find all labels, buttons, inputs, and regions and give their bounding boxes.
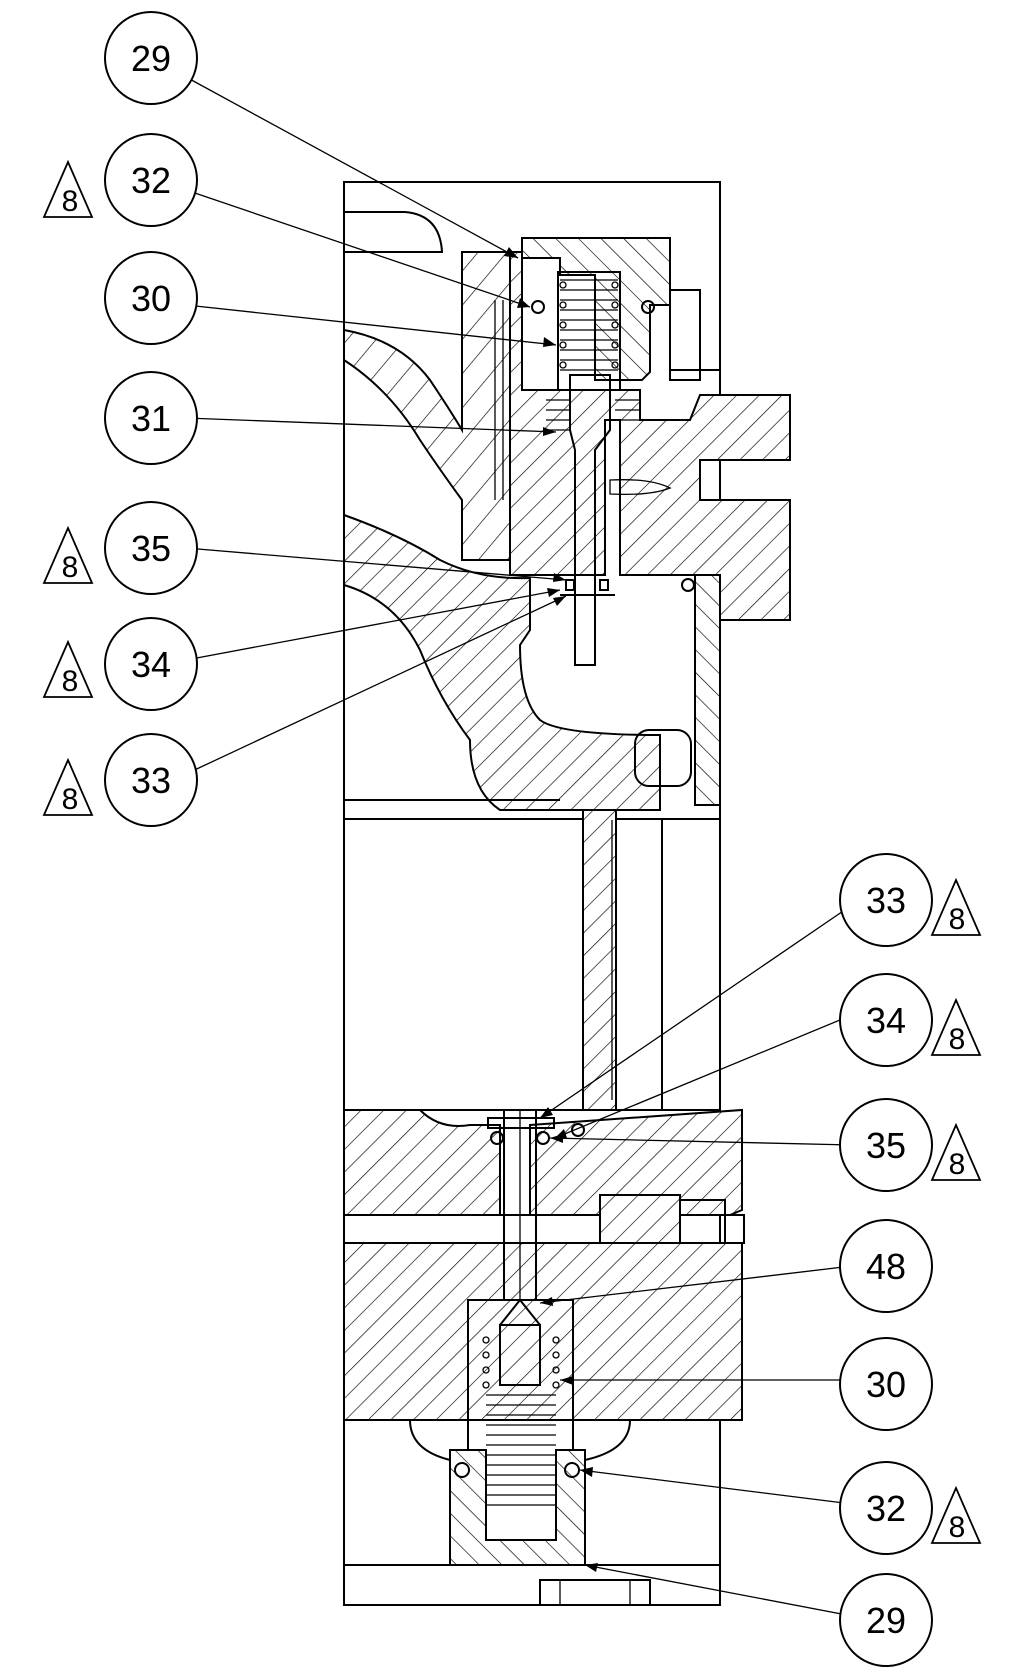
svg-text:8: 8 bbox=[949, 1023, 966, 1056]
revision-triangle-34-upper bbox=[42, 639, 94, 698]
lower-seal-right bbox=[536, 1131, 550, 1145]
upper-bolt bbox=[634, 729, 692, 787]
svg-text:29: 29 bbox=[131, 38, 171, 79]
upper-piston bbox=[569, 374, 611, 666]
svg-text:30: 30 bbox=[866, 1364, 906, 1405]
svg-text:35: 35 bbox=[131, 528, 171, 569]
svg-text:29: 29 bbox=[866, 1600, 906, 1641]
callout-35-upper: 8 35 bbox=[42, 501, 198, 595]
lower-washer bbox=[487, 1117, 555, 1129]
upper-o-ring-left bbox=[531, 300, 545, 314]
svg-text:8: 8 bbox=[62, 551, 79, 584]
callout-48: 48 bbox=[839, 1219, 933, 1313]
lower-o-ring-right bbox=[564, 1462, 580, 1478]
svg-text:8: 8 bbox=[62, 665, 79, 698]
callout-30-lower: 30 bbox=[839, 1337, 933, 1431]
upper-piston-nose bbox=[609, 479, 672, 496]
callout-34-lower: 34 8 bbox=[839, 973, 982, 1067]
upper-side-plate bbox=[694, 574, 721, 806]
upper-valve-assembly bbox=[343, 181, 791, 820]
svg-text:31: 31 bbox=[131, 398, 171, 439]
upper-o-ring-right bbox=[641, 300, 655, 314]
svg-text:8: 8 bbox=[949, 903, 966, 936]
svg-text:32: 32 bbox=[866, 1488, 906, 1529]
callout-33-lower: 33 8 bbox=[839, 853, 982, 947]
revision-triangle-33-lower bbox=[930, 877, 982, 936]
revision-triangle-35-upper bbox=[42, 525, 94, 584]
svg-text:34: 34 bbox=[866, 1000, 906, 1041]
callout-29-lower: 29 bbox=[839, 1573, 933, 1667]
svg-text:8: 8 bbox=[62, 185, 79, 218]
callout-35-lower: 35 8 bbox=[839, 1098, 982, 1192]
svg-text:30: 30 bbox=[131, 278, 171, 319]
callout-32-lower: 32 8 bbox=[839, 1461, 982, 1555]
lower-spring bbox=[482, 1336, 560, 1506]
upper-spring bbox=[559, 279, 619, 371]
lower-piston-core bbox=[499, 1324, 541, 1386]
svg-text:33: 33 bbox=[131, 760, 171, 801]
svg-text:8: 8 bbox=[949, 1511, 966, 1544]
svg-text:8: 8 bbox=[62, 783, 79, 816]
revision-triangle-32-upper bbox=[42, 159, 94, 218]
lower-seal-left bbox=[490, 1131, 504, 1145]
callout-29-upper: 29 bbox=[104, 11, 198, 105]
lower-upper-block-right bbox=[529, 1108, 743, 1216]
upper-housing-lip bbox=[343, 182, 444, 253]
lower-side-o-ring bbox=[571, 1123, 585, 1137]
upper-seal-left bbox=[565, 579, 575, 591]
callout-33-upper: 8 33 bbox=[42, 733, 198, 827]
lower-base-nut bbox=[539, 1579, 651, 1606]
svg-text:35: 35 bbox=[866, 1125, 906, 1166]
svg-text:48: 48 bbox=[866, 1246, 906, 1287]
callout-30-upper: 30 bbox=[104, 251, 198, 345]
revision-triangle-32-lower bbox=[930, 1485, 982, 1544]
svg-text:32: 32 bbox=[131, 160, 171, 201]
revision-triangle-35-lower bbox=[930, 1122, 982, 1181]
leader-lines bbox=[185, 76, 853, 1617]
svg-text:8: 8 bbox=[949, 1148, 966, 1181]
revision-triangle-33-upper bbox=[42, 757, 94, 816]
lower-valve-assembly bbox=[343, 1108, 745, 1606]
callout-31: 31 bbox=[104, 371, 198, 465]
center-tube-hatched bbox=[582, 809, 617, 1111]
upper-left-body bbox=[343, 513, 661, 811]
lower-main-block bbox=[343, 1242, 743, 1421]
upper-left-casting bbox=[343, 251, 511, 561]
lower-horizontal-bore bbox=[343, 1214, 745, 1244]
upper-lower-spring bbox=[546, 389, 640, 431]
revision-triangle-34-lower bbox=[930, 997, 982, 1056]
upper-side-o-ring bbox=[681, 578, 695, 592]
svg-text:33: 33 bbox=[866, 880, 906, 921]
upper-seal-right bbox=[599, 579, 609, 591]
callout-32-upper: 8 32 bbox=[42, 133, 198, 227]
svg-text:34: 34 bbox=[131, 644, 171, 685]
callout-34-upper: 8 34 bbox=[42, 617, 198, 711]
center-connector bbox=[343, 799, 721, 1111]
upper-fitting bbox=[669, 289, 701, 381]
lower-o-ring-left bbox=[454, 1462, 470, 1478]
lower-upper-block bbox=[343, 1109, 501, 1216]
